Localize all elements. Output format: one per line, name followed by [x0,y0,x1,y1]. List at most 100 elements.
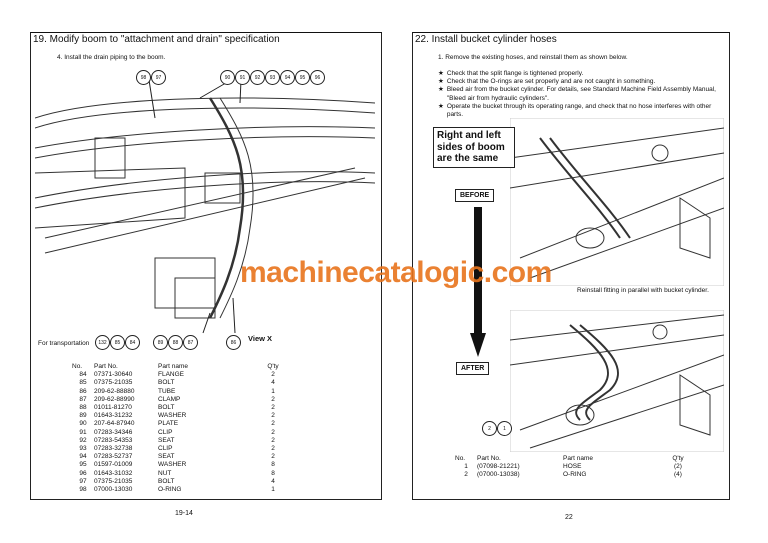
cell-qty: 1 [271,486,275,494]
callout-bubble: 93 [265,70,280,85]
cell-qty: 2 [271,412,275,420]
callout-bubble: 89 [153,335,168,350]
left-parts-table: No. Part No. Part name Q'ty 84 07371-3064… [72,363,288,494]
cell-no: 91 [79,428,87,436]
cell-part-name: HOSE [563,463,582,471]
cell-part-name: CLAMP [158,395,181,403]
cell-no: 93 [79,445,87,453]
callout-bubble: 94 [280,70,295,85]
cell-part-no: (07000-13038) [477,471,520,479]
cell-no: 2 [464,471,468,479]
table-row: 96 01643-31032 NUT 8 [72,470,288,478]
star-icon: ★ [438,86,444,94]
cell-part-no: 07283-34346 [94,428,133,436]
note-item: ★Check that the O-rings are set properly… [438,78,726,86]
header-no: No. [72,363,83,370]
cell-part-no: 01011-81270 [94,404,132,412]
boom-drain-drawing [35,79,375,334]
cell-qty: 8 [271,469,275,477]
before-label: BEFORE [455,189,495,202]
right-page-title: 22. Install bucket cylinder hoses [415,34,557,45]
table-header: No. Part No. Part name Q'ty [72,363,288,371]
right-step: 1. Remove the existing hoses, and reinst… [438,54,628,61]
header-no: No. [455,455,466,462]
cell-no: 86 [79,387,87,395]
cell-no: 87 [79,395,87,403]
cell-part-no: 01643-31232 [94,412,133,420]
cell-qty: (2) [674,463,682,471]
watermark: machinecatalogic.com [240,256,552,289]
callout-bubble: 97 [151,70,166,85]
cell-part-no: 01643-31032 [94,469,133,477]
cell-part-name: WASHER [158,461,187,469]
cell-part-name: BOLT [158,477,175,485]
star-icon: ★ [438,70,444,77]
cell-part-no: 01597-01009 [94,461,133,469]
cell-qty: 2 [271,404,275,412]
callout-bubble: 87 [183,335,198,350]
cell-part-no: 207-64-87940 [94,420,135,428]
header-part-no: Part No. [477,455,501,462]
cell-qty: 2 [271,453,275,461]
cell-part-name: PLATE [158,420,179,428]
cell-no: 96 [79,469,87,477]
callout-bubble: 84 [125,335,140,350]
cell-part-name: CLIP [158,445,173,453]
cell-part-no: (07098-21221) [477,463,520,471]
cell-part-no: 07375-21035 [94,477,133,485]
header-part-no: Part No. [94,363,118,370]
table-row: 2(07000-13038)O-RING(4) [455,471,693,479]
cell-no: 98 [79,486,87,494]
after-drawing [510,310,724,452]
cell-no: 89 [79,412,87,420]
cell-part-name: FLANGE [158,371,185,379]
cell-no: 88 [79,404,87,412]
callout-bubble: 91 [235,70,250,85]
note-text: Operate the bucket through its operating… [446,102,712,119]
cell-part-no: 07283-54353 [94,436,133,444]
cell-part-name: O-RING [158,486,182,494]
header-qty: Q'ty [267,363,279,370]
callout-bubble: 95 [295,70,310,85]
cell-no: 84 [79,371,87,379]
notes-list: ★Check that the split flange is tightene… [438,70,726,119]
before-drawing [510,118,724,286]
transport-label: For transportation [38,340,90,347]
callout-bubble: 92 [250,70,265,85]
cell-part-no: 07283-52737 [94,453,133,461]
callout-bubble: 85 [110,335,125,350]
cell-part-no: 07371-30640 [94,371,133,379]
callout-bubble: 96 [310,70,325,85]
cell-part-name: NUT [158,469,172,477]
header-part-name: Part name [158,363,188,370]
cell-part-name: TUBE [158,387,176,395]
right-page [412,32,730,500]
cell-no: 90 [79,420,87,428]
cell-no: 95 [79,461,87,469]
note-item: ★Check that the split flange is tightene… [438,70,726,78]
cell-qty: 4 [271,477,275,485]
callout-bubble: 132 [95,335,110,350]
callout-bubble: 2 [482,421,497,436]
cell-part-no: 07283-32738 [94,445,133,453]
reinstall-caption: Reinstall fitting in parallel with bucke… [577,287,709,294]
left-step: 4. Install the drain piping to the boom. [57,54,166,61]
note-item: ★Bleed air from the bucket cylinder. For… [438,86,726,102]
left-page [30,32,382,500]
cell-qty: 2 [271,428,275,436]
cell-no: 94 [79,453,87,461]
callout-bubble: 86 [226,335,241,350]
callout-bubble: 88 [168,335,183,350]
cell-part-name: BOLT [158,379,175,387]
cell-part-name: O-RING [563,471,587,479]
note-text: Bleed air from the bucket cylinder. For … [446,86,716,102]
cell-part-no: 209-62-88880 [94,387,135,395]
